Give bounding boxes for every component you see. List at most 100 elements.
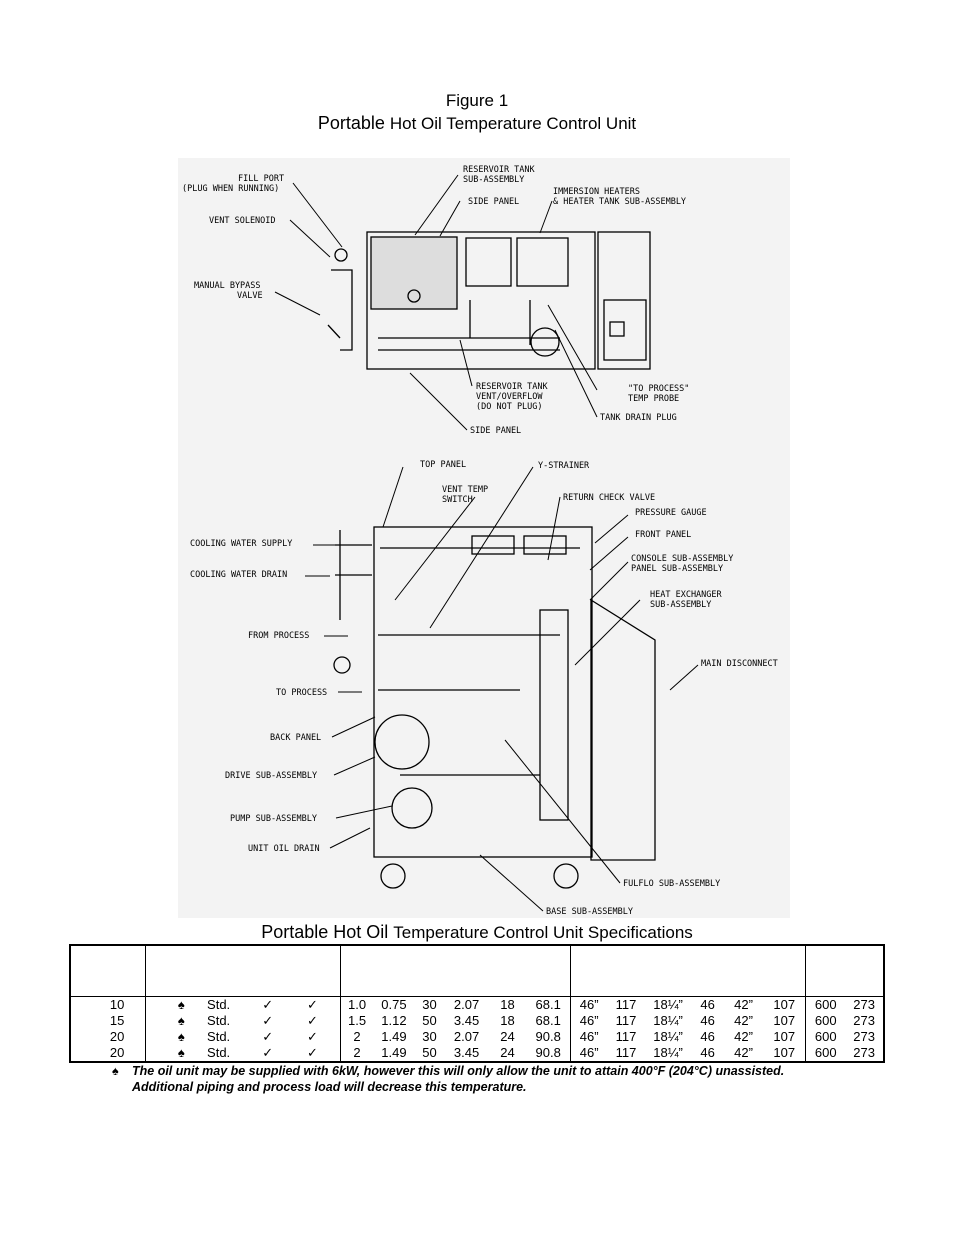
spec-cell: 273: [853, 1013, 875, 1028]
spec-cell: 18¼”: [653, 1013, 683, 1028]
spec-cell: ✓: [262, 997, 274, 1012]
label-probe-1: "TO PROCESS": [628, 384, 689, 394]
bypass-valve-shape: [327, 269, 353, 351]
leader-back-panel: [331, 716, 376, 738]
spec-cell: 0.75: [381, 997, 407, 1012]
spec-header-cell: [570, 945, 806, 997]
label-reservoir-vent-1: RESERVOIR TANK: [476, 382, 549, 392]
spec-cell: 273: [853, 1029, 875, 1044]
spec-cell: 107: [773, 1029, 796, 1044]
heater-tank-2: [516, 237, 569, 287]
spec-cell: 50: [422, 1013, 437, 1028]
leader-immersion: [539, 200, 553, 234]
spec-cell: 24: [500, 1045, 515, 1060]
spec-cell: ✓: [306, 997, 318, 1012]
spec-cell: 1.5: [339, 1013, 374, 1029]
leader-check-valve: [547, 496, 561, 561]
spec-cell: 10: [109, 997, 125, 1012]
figure-title-rest: Hot Oil Temperature Control Unit: [389, 114, 637, 133]
spec-cell: ✓: [306, 1029, 318, 1044]
spec-cell: 2.07: [453, 1029, 480, 1044]
label-base: BASE SUB-ASSEMBLY: [546, 907, 633, 917]
figure-title-main: Portable: [317, 113, 385, 133]
reservoir-tank-shape: [370, 236, 458, 310]
spec-cell: 3.45: [453, 1013, 480, 1028]
spec-cell: 18¼”: [653, 1045, 683, 1060]
label-from-process: FROM PROCESS: [248, 631, 309, 641]
leader-probe: [547, 304, 598, 391]
spec-cell: 42”: [734, 1013, 753, 1028]
leader-tank-drain: [554, 329, 598, 418]
spec-cell: 117: [615, 1013, 637, 1028]
spec-cell: 117: [615, 997, 637, 1012]
fill-port-cap: [407, 289, 421, 303]
spec-cell: 1.0: [339, 996, 374, 1013]
spec-cell: 2: [339, 1045, 374, 1062]
leader-vent-solenoid: [289, 219, 331, 258]
spec-cell: 107: [773, 1045, 796, 1060]
label-cooling-drain: COOLING WATER DRAIN: [190, 570, 287, 580]
leader-base: [479, 854, 544, 912]
spec-cell: 1.49: [381, 1029, 407, 1044]
spec-cell: 30: [422, 1029, 437, 1044]
spec-cell: 18: [500, 997, 515, 1012]
leader-reservoir-vent: [459, 339, 473, 387]
top-cabinet: [366, 231, 596, 370]
top-console: [597, 231, 651, 370]
spec-cell: 20: [109, 1029, 125, 1044]
label-drive: DRIVE SUB-ASSEMBLY: [225, 771, 317, 781]
footnote-line-2: Additional piping and process load will …: [132, 1080, 527, 1094]
caster-right: [553, 863, 579, 889]
spec-cell: 46: [700, 997, 715, 1012]
spec-cell: 600: [805, 1045, 846, 1062]
spec-cell: 46”: [570, 996, 608, 1013]
label-console-1: CONSOLE SUB-ASSEMBLY: [631, 554, 733, 564]
footnote: ♠ The oil unit may be supplied with 6kW,…: [112, 1063, 892, 1095]
spec-cell: Std.: [207, 1029, 231, 1044]
label-main-disconnect: MAIN DISCONNECT: [701, 659, 778, 669]
label-immersion-2: & HEATER TANK SUB-ASSEMBLY: [553, 197, 686, 207]
equipment-drawing: FILL PORT (PLUG WHEN RUNNING) VENT SOLEN…: [178, 158, 790, 918]
spec-cell: Std.: [207, 1045, 231, 1060]
label-probe-2: TEMP PROBE: [628, 394, 679, 404]
spec-cell: 46”: [570, 1013, 608, 1029]
spec-cell: 68.1: [535, 1013, 561, 1028]
console-side: [590, 598, 656, 861]
spec-cell: 46: [700, 1029, 715, 1044]
spec-header-cell: [805, 945, 884, 997]
label-fulflo: FULFLO SUB-ASSEMBLY: [623, 879, 720, 889]
leader-console: [589, 561, 629, 601]
bypass-handwheel: [333, 656, 351, 674]
caster-left: [380, 863, 406, 889]
spec-cell: 273: [853, 1045, 875, 1060]
spec-title-rest: Temperature Control Unit Specifications: [393, 923, 693, 942]
spec-cell: Std.: [207, 1013, 231, 1028]
leader-heat-exchanger: [574, 599, 641, 666]
spec-cell: 90.8: [535, 1045, 561, 1060]
label-to-process: TO PROCESS: [276, 688, 327, 698]
label-heat-exchanger-2: SUB-ASSEMBLY: [650, 600, 711, 610]
spec-cell: 50: [422, 1045, 437, 1060]
spec-cell: 2: [339, 1029, 374, 1045]
spec-cell: 24: [500, 1029, 515, 1044]
label-unit-oil-drain: UNIT OIL DRAIN: [248, 844, 320, 854]
label-reservoir-tank-2: SUB-ASSEMBLY: [463, 175, 524, 185]
label-tank-drain: TANK DRAIN PLUG: [600, 413, 677, 423]
spec-cell: ♠: [145, 1013, 187, 1029]
spec-cell: 46”: [570, 1029, 608, 1045]
label-reservoir-vent-3: (DO NOT PLUG): [476, 402, 543, 412]
leader-fill-port: [292, 182, 343, 248]
label-console-2: PANEL SUB-ASSEMBLY: [631, 564, 723, 574]
leader-side-panel-bottom: [409, 372, 468, 431]
figure-title: Portable Hot Oil Temperature Control Uni…: [0, 113, 954, 134]
leader-fulflo: [504, 739, 621, 884]
leader-top-panel: [382, 466, 404, 528]
label-reservoir-tank-1: RESERVOIR TANK: [463, 165, 536, 175]
footnote-symbol: ♠: [112, 1064, 119, 1078]
spec-cell: 2.07: [453, 997, 480, 1012]
spec-cell: 42”: [734, 997, 753, 1012]
console-face: [603, 299, 647, 361]
